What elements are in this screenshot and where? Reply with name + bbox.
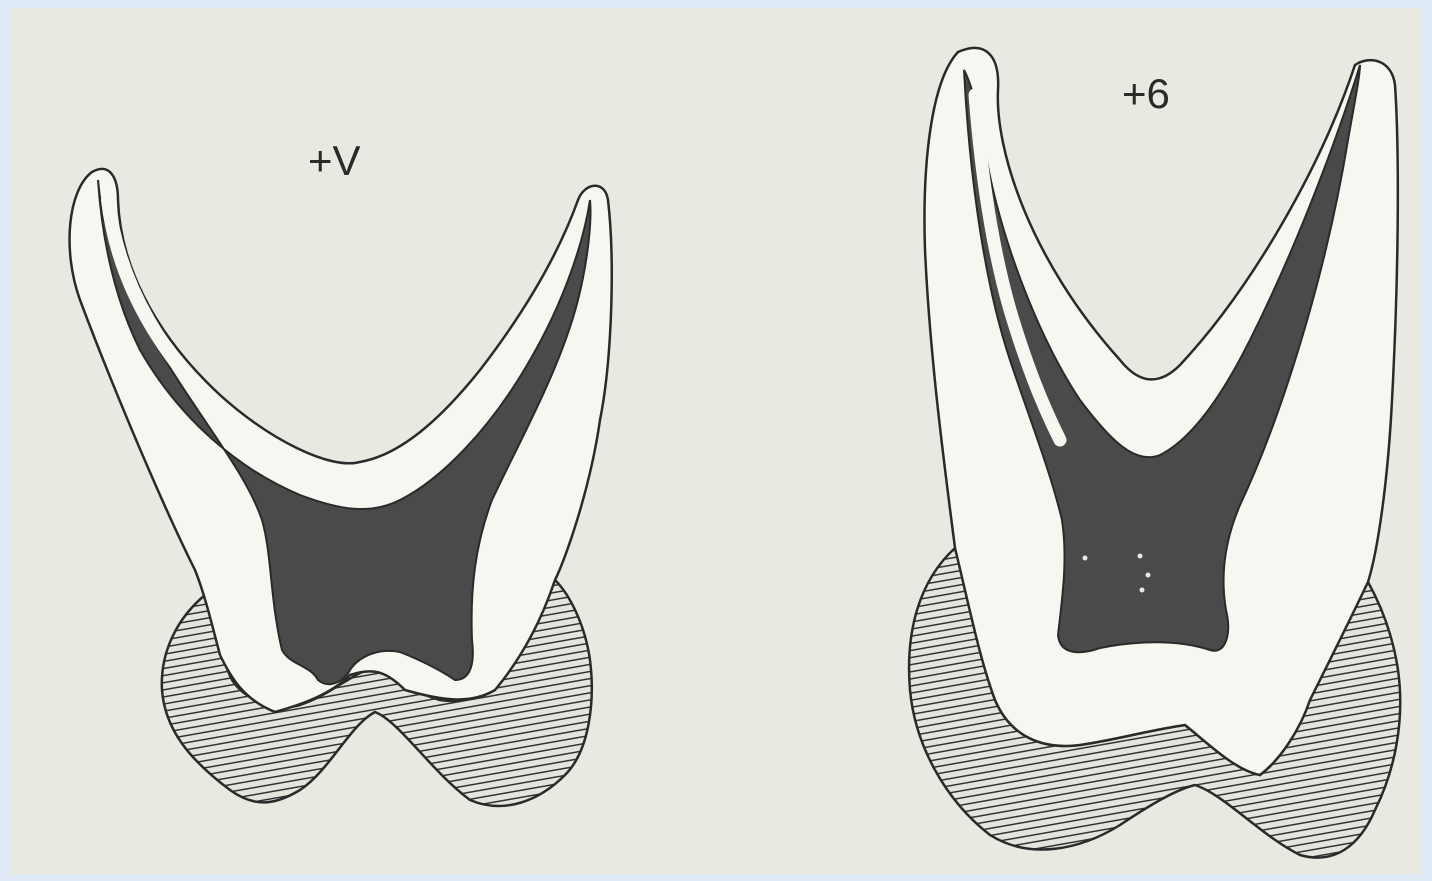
left-tooth-label: +V — [308, 137, 361, 184]
right-tooth-pulp-dot — [1140, 588, 1145, 593]
right-tooth: +6 — [909, 48, 1400, 858]
left-tooth: +V — [70, 137, 612, 806]
right-tooth-pulp-dot — [1146, 573, 1151, 578]
right-tooth-dentin — [924, 48, 1397, 775]
right-tooth-pulp-dot — [1083, 556, 1088, 561]
right-tooth-pulp-dot — [1138, 554, 1143, 559]
right-tooth-label: +6 — [1122, 70, 1170, 117]
